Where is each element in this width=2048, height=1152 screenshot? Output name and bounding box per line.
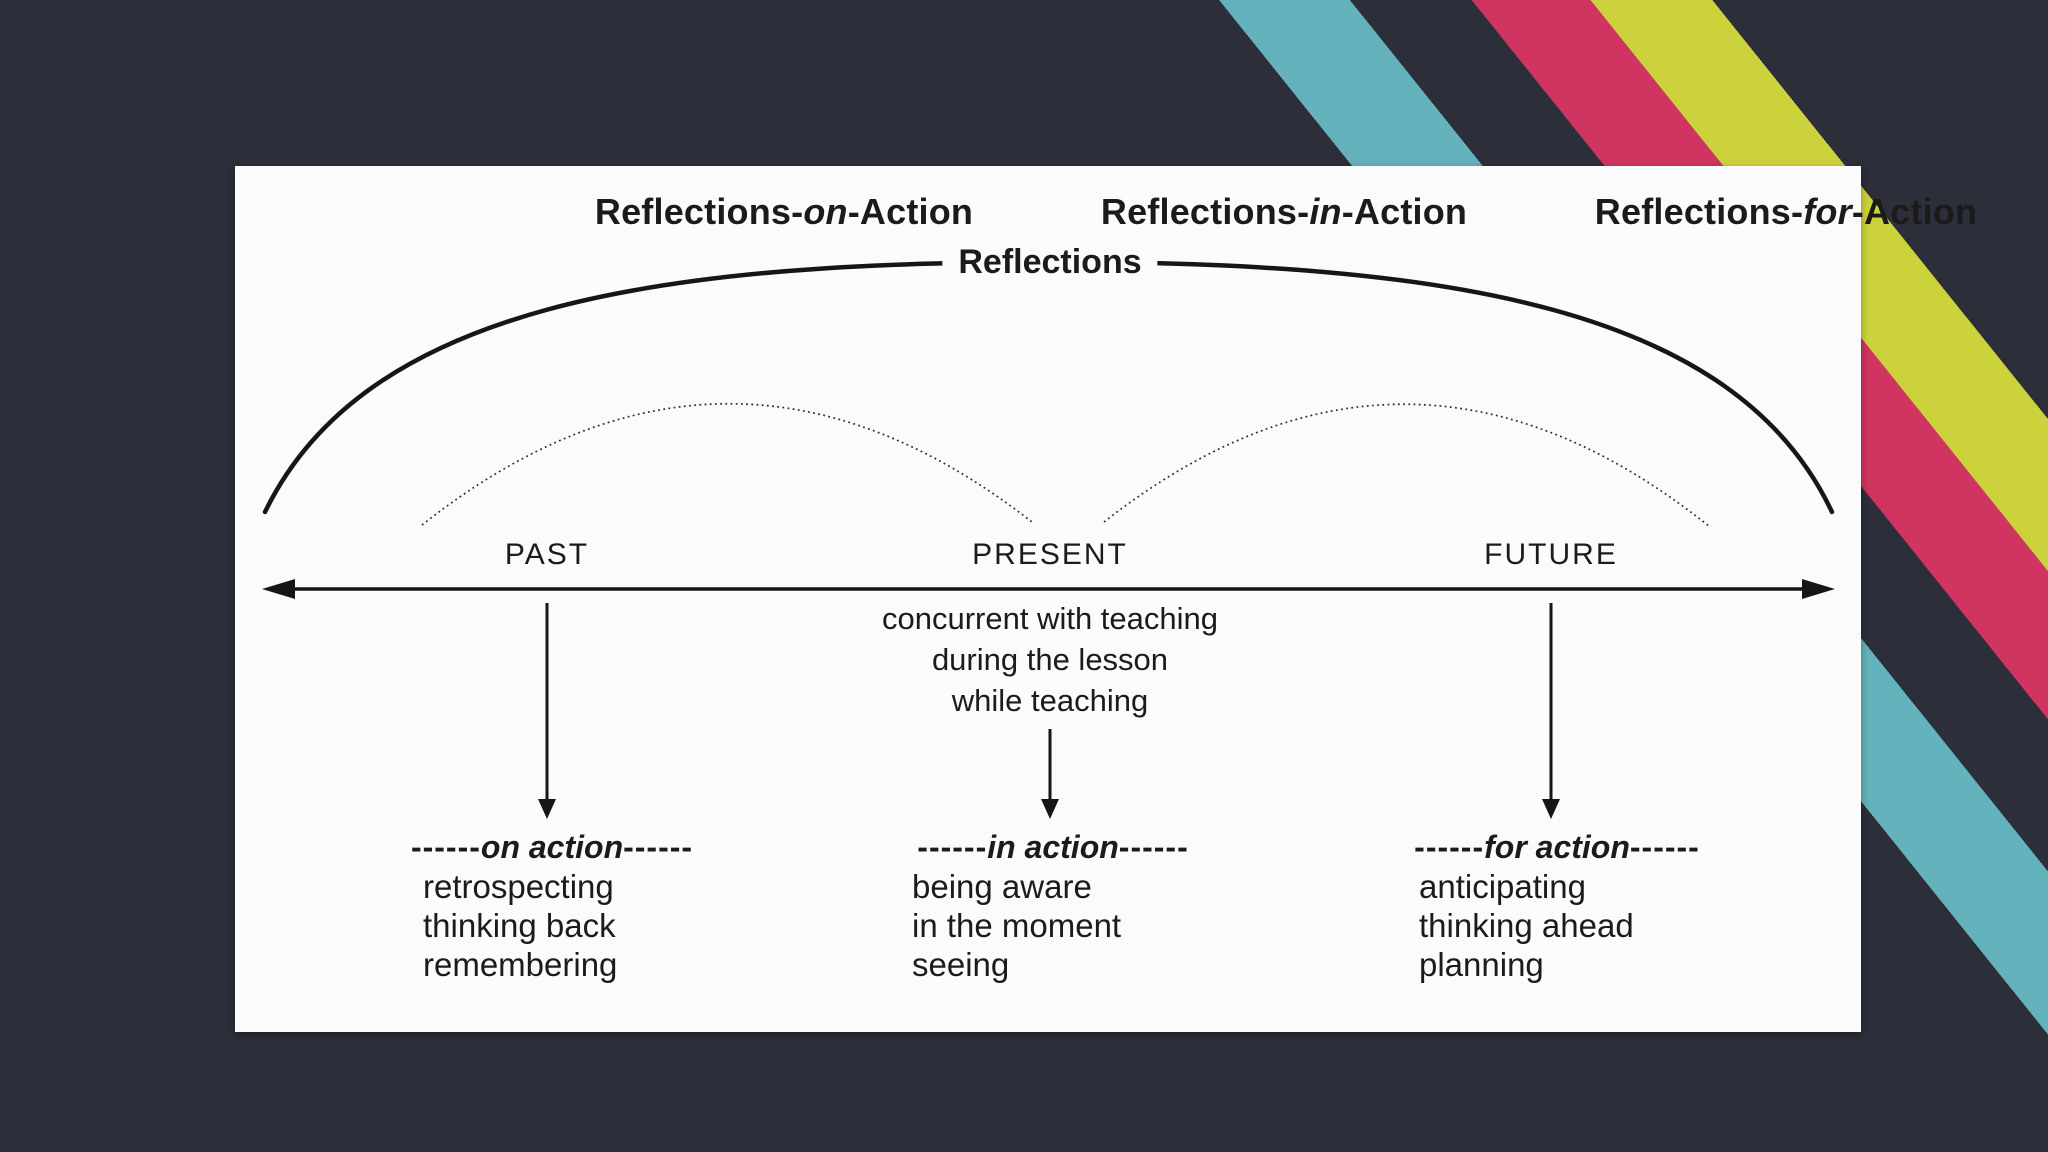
header-emphasis: for <box>1803 191 1852 232</box>
list-item: thinking ahead <box>1419 907 1634 944</box>
arc-label-reflections: Reflections <box>942 241 1158 283</box>
column-heading-for-action: ------for action------ <box>1414 828 1700 866</box>
dashes: ------ <box>917 829 988 865</box>
list-item: thinking back <box>423 907 616 944</box>
list-item: being aware <box>912 868 1092 905</box>
column-heading-on-action: ------on action------ <box>411 828 693 866</box>
dashes: ------ <box>410 829 481 865</box>
present-down-arrowhead <box>1041 799 1059 819</box>
column-items-for-action: anticipating thinking ahead planning <box>1419 867 1634 984</box>
list-item: remembering <box>423 946 618 983</box>
header-reflections-for-action: Reflections-for-Action <box>1595 192 1977 232</box>
column-heading-text: for action <box>1484 829 1630 865</box>
header-text: Reflections- <box>1594 191 1804 232</box>
present-notes: concurrent with teaching during the less… <box>882 598 1218 721</box>
header-emphasis: in <box>1309 191 1342 232</box>
list-item: retrospecting <box>423 868 614 905</box>
column-heading-text: on action <box>480 829 624 865</box>
present-note-line: while teaching <box>951 683 1149 718</box>
header-emphasis: on <box>803 191 848 232</box>
timeline-right-arrowhead <box>1802 579 1835 599</box>
dotted-arc-past-present <box>421 403 1033 526</box>
column-heading-text: in action <box>987 829 1119 865</box>
column-heading-in-action: ------in action------ <box>917 828 1188 866</box>
reflections-arc <box>262 259 1835 515</box>
timeline-left-arrowhead <box>262 579 295 599</box>
dashes: ------ <box>1629 829 1700 865</box>
dotted-arc-present-future <box>1103 403 1711 528</box>
dashes: ------ <box>623 829 694 865</box>
dashes: ------ <box>1414 829 1485 865</box>
header-text: -Action <box>847 191 974 232</box>
header-reflections-in-action: Reflections-in-Action <box>1101 192 1467 232</box>
list-item: planning <box>1419 946 1544 983</box>
column-items-on-action: retrospecting thinking back remembering <box>423 867 617 984</box>
timeline-label-future: FUTURE <box>1484 538 1618 571</box>
header-text: Reflections- <box>1100 191 1310 232</box>
list-item: anticipating <box>1419 868 1586 905</box>
timeline-label-past: PAST <box>504 538 590 571</box>
past-down-arrowhead <box>538 799 556 819</box>
header-reflections-on-action: Reflections-on-Action <box>595 192 973 232</box>
header-text: -Action <box>1341 191 1468 232</box>
diagram-card: Reflections-on-Action Reflections-in-Act… <box>235 166 1977 1032</box>
present-note-line: concurrent with teaching <box>881 601 1219 636</box>
dashes: ------ <box>1118 829 1189 865</box>
future-down-arrowhead <box>1542 799 1560 819</box>
list-item: in the moment <box>912 907 1122 944</box>
header-text: Reflections- <box>594 191 804 232</box>
timeline-label-present: PRESENT <box>972 538 1128 571</box>
header-text: -Action <box>1851 191 1978 232</box>
present-note-line: during the lesson <box>931 642 1169 677</box>
column-items-in-action: being aware in the moment seeing <box>912 867 1121 984</box>
list-item: seeing <box>912 946 1010 983</box>
